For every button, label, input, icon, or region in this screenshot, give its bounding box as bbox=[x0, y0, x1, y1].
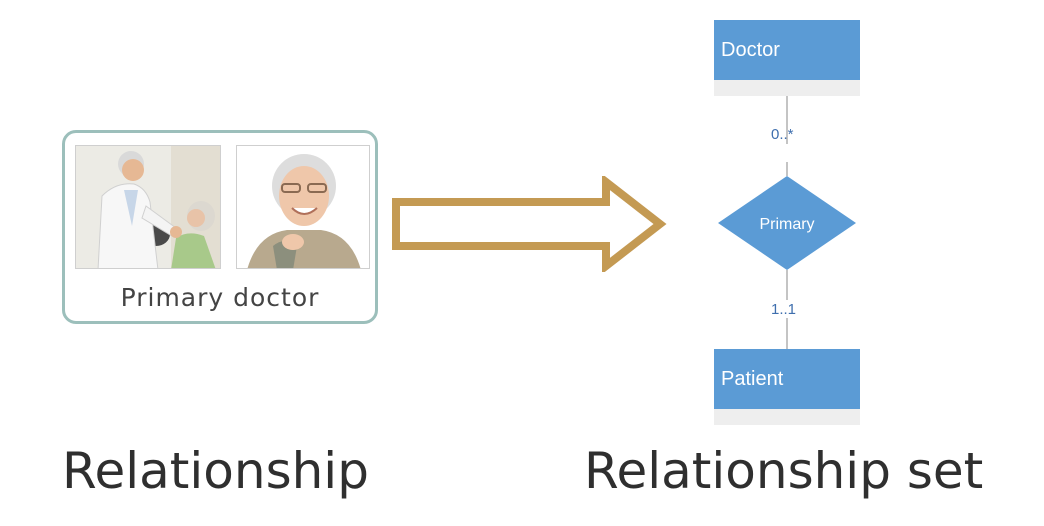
relationship-card: Primary doctor bbox=[62, 130, 378, 324]
relationship-diamond bbox=[718, 176, 856, 270]
multiplicity-bottom: 1..1 bbox=[771, 301, 797, 318]
patient-photo-illustration bbox=[237, 146, 369, 268]
card-caption: Primary doctor bbox=[120, 283, 320, 312]
entity-doctor: Doctor bbox=[714, 20, 860, 80]
caption-relationship-set: Relationship set bbox=[584, 442, 984, 500]
relationship-label: Primary bbox=[759, 216, 814, 233]
multiplicity-top: 0..* bbox=[771, 126, 794, 143]
entity-doctor-footer bbox=[714, 80, 860, 96]
doctor-photo bbox=[75, 145, 221, 269]
caption-relationship: Relationship bbox=[62, 442, 369, 500]
doctor-photo-illustration bbox=[76, 146, 220, 268]
entity-patient: Patient bbox=[714, 349, 860, 409]
er-connectors: Primary bbox=[718, 96, 856, 349]
patient-photo bbox=[236, 145, 370, 269]
entity-patient-footer bbox=[714, 409, 860, 425]
right-arrow-icon bbox=[392, 176, 667, 272]
